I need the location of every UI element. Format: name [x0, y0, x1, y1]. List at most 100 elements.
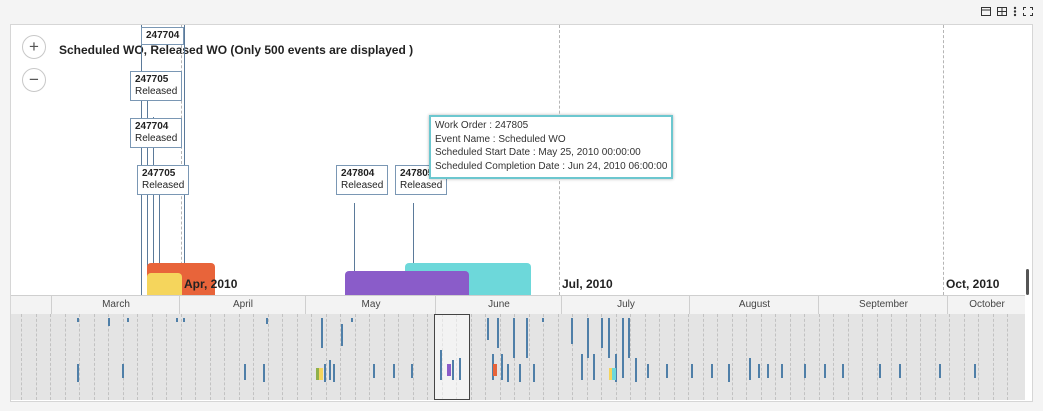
overview-event-mark: [526, 318, 528, 358]
overview-week-tick: [688, 314, 689, 400]
event-label[interactable]: 247705 Released: [137, 165, 190, 195]
overview-week-tick: [427, 314, 428, 400]
event-number: 247704: [135, 121, 169, 132]
overview-month: April: [179, 296, 306, 314]
scheduled-wo-bar[interactable]: [147, 273, 182, 295]
tooltip-line: Event Name : Scheduled WO: [435, 133, 566, 145]
event-number: 247705: [142, 168, 176, 179]
event-label[interactable]: 247705 Released: [130, 71, 183, 101]
overview-week-tick: [340, 314, 341, 400]
overview-event-mark: [411, 364, 413, 378]
overview-week-tick: [1007, 314, 1008, 400]
event-tooltip: Work Order : 247805 Event Name : Schedul…: [429, 115, 674, 179]
overview-month: May: [305, 296, 436, 314]
overview-event-mark: [711, 364, 713, 378]
overview-week-tick: [761, 314, 762, 400]
overview-event-mark: [781, 364, 783, 378]
overview-event-mark: [879, 364, 881, 378]
overview-week-tick: [50, 314, 51, 400]
overview-event-mark: [321, 318, 323, 348]
overview-month: August: [689, 296, 819, 314]
overview-event-mark: [628, 318, 630, 358]
overview-week-tick: [993, 314, 994, 400]
overview-event-mark: [393, 364, 395, 378]
overview-week-tick: [833, 314, 834, 400]
more-vertical-icon[interactable]: [1013, 6, 1017, 17]
event-stem: [184, 25, 185, 295]
overview-week-tick: [398, 314, 399, 400]
overview-week-tick: [775, 314, 776, 400]
overview-bar-mark: [612, 368, 616, 380]
overview-event-mark: [459, 358, 461, 380]
overview-week-tick: [268, 314, 269, 400]
dialog-icon[interactable]: [981, 6, 991, 17]
timeline-title: Scheduled WO, Released WO (Only 500 even…: [59, 43, 414, 57]
overview-week-tick: [848, 314, 849, 400]
overview-event-mark: [333, 364, 335, 382]
event-number: 247804: [341, 168, 375, 179]
overview-week-tick: [355, 314, 356, 400]
overview-week-tick: [485, 314, 486, 400]
overview-week-tick: [500, 314, 501, 400]
fullscreen-icon[interactable]: [1023, 6, 1033, 17]
overview-week-tick: [36, 314, 37, 400]
event-label[interactable]: 247704: [141, 27, 185, 45]
overview-event-mark: [266, 318, 268, 324]
overview-bar-mark: [319, 368, 323, 380]
overview-week-tick: [703, 314, 704, 400]
overview-week-tick: [108, 314, 109, 400]
overview-event-mark: [899, 364, 901, 378]
overview-event-mark: [513, 318, 515, 358]
event-label[interactable]: 247804 Released: [336, 165, 389, 195]
overview-strip[interactable]: March April May June July August Septemb…: [11, 295, 1025, 400]
tooltip-line: Scheduled Completion Date : Jun 24, 2010…: [435, 160, 668, 172]
overview-event-mark: [608, 318, 610, 358]
overview-bar-mark: [493, 364, 497, 376]
overview-event-mark: [519, 364, 521, 382]
tooltip-line: Work Order : 247805: [435, 120, 529, 131]
event-number: 247705: [135, 74, 169, 85]
overview-week-tick: [877, 314, 878, 400]
event-stem: [153, 117, 154, 295]
overview-month: March: [51, 296, 180, 314]
grid-icon[interactable]: [997, 6, 1007, 17]
view-toolbar: [981, 6, 1033, 17]
zoom-in-button[interactable]: +: [22, 35, 46, 59]
overview-bar-mark: [609, 368, 613, 380]
overview-week-tick: [964, 314, 965, 400]
overview-week-tick: [659, 314, 660, 400]
overview-week-tick: [558, 314, 559, 400]
event-status: Released: [135, 86, 178, 97]
overview-event-mark: [108, 318, 110, 326]
overview-month: July: [561, 296, 690, 314]
overview-week-tick: [152, 314, 153, 400]
overview-week-tick: [166, 314, 167, 400]
event-status: Released: [142, 180, 185, 191]
overview-week-tick: [543, 314, 544, 400]
overview-event-mark: [497, 318, 499, 348]
overview-week-tick: [384, 314, 385, 400]
overview-week-tick: [804, 314, 805, 400]
overview-event-mark: [601, 318, 603, 348]
zoom-out-button[interactable]: −: [22, 68, 46, 92]
timeline-panel: + − Scheduled WO, Released WO (Only 500 …: [10, 24, 1033, 402]
overview-event-mark: [440, 350, 442, 380]
overview-week-tick: [123, 314, 124, 400]
overview-event-mark: [824, 364, 826, 378]
vertical-scrollbar[interactable]: [1026, 269, 1029, 295]
overview-week-tick: [471, 314, 472, 400]
event-label[interactable]: 247704 Released: [130, 118, 183, 148]
overview-event-mark: [647, 364, 649, 378]
overview-event-mark: [691, 364, 693, 378]
overview-event-mark: [622, 318, 624, 378]
overview-week-tick: [949, 314, 950, 400]
event-stem: [141, 25, 142, 295]
overview-week-tick: [311, 314, 312, 400]
overview-event-mark: [263, 364, 265, 382]
overview-week-tick: [282, 314, 283, 400]
overview-event-mark: [77, 364, 79, 382]
overview-week-tick: [819, 314, 820, 400]
overview-body[interactable]: [11, 314, 1025, 400]
overview-event-mark: [324, 364, 326, 382]
scheduled-wo-bar[interactable]: [345, 271, 469, 295]
